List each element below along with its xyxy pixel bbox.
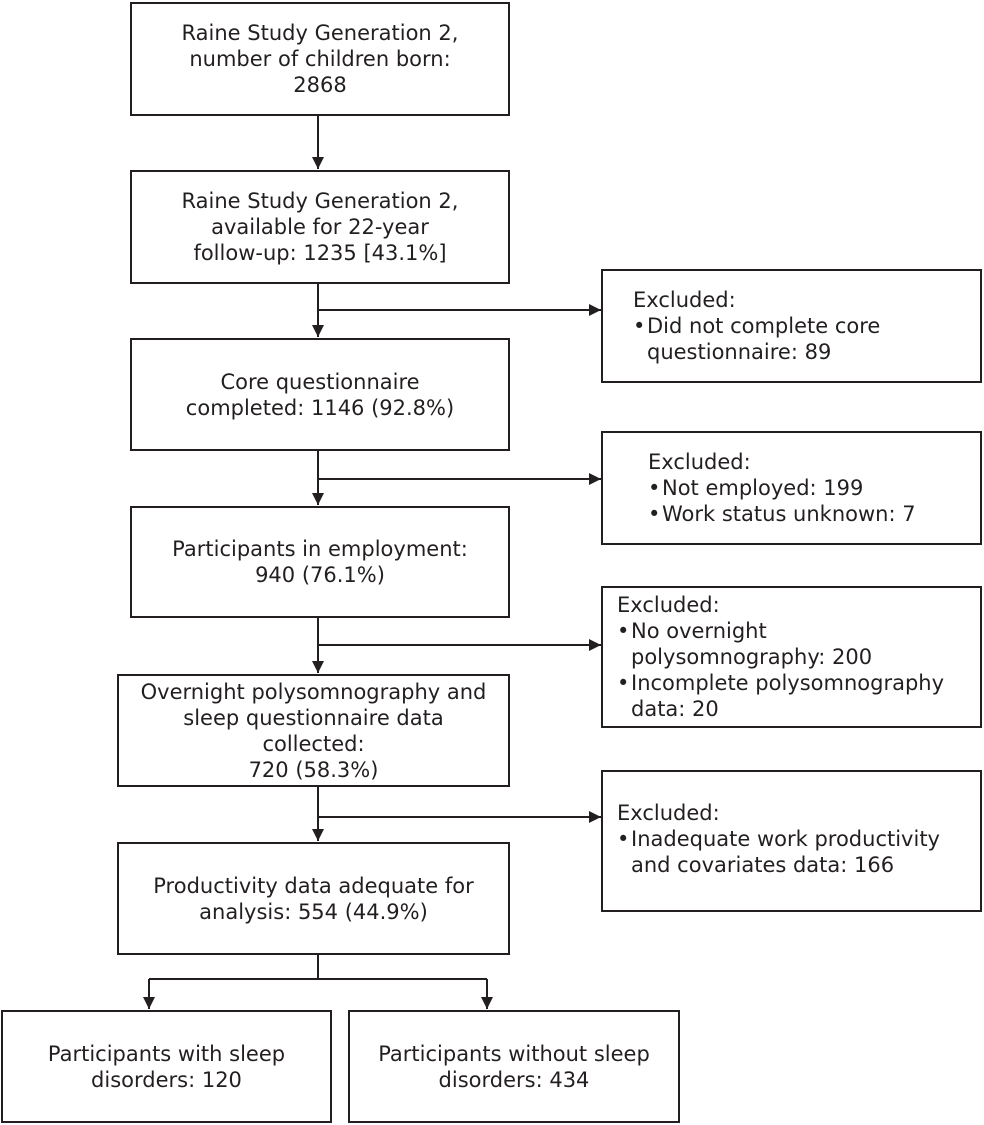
excluded-item-line: Incomplete polysomnography: [631, 671, 945, 695]
excluded-item-line: Work status unknown: 7: [662, 502, 916, 526]
box-text-line: Participants without sleep: [378, 1041, 650, 1066]
box-available-followup: Raine Study Generation 2,available for 2…: [130, 170, 510, 284]
box-text-line: Participants with sleep: [47, 1041, 286, 1066]
box-in-employment: Participants in employment:940 (76.1%): [130, 506, 510, 618]
excluded-item: Not employed: 199: [648, 475, 968, 501]
box-text-line: available for 22-year: [211, 215, 429, 239]
excluded-item-line: Not employed: 199: [662, 476, 864, 500]
box-children-born: Raine Study Generation 2,number of child…: [130, 2, 510, 116]
box-text-line: Participants in employment:: [172, 537, 468, 561]
box-text-line: follow-up: 1235 [43.1%]: [193, 241, 447, 265]
box-text-line: Core questionnaire: [220, 369, 420, 394]
excluded-item-line: data: 20: [631, 697, 719, 721]
box-text-line: sleep questionnaire data collected:: [183, 705, 444, 756]
box-text-line: number of children born:: [189, 47, 451, 71]
box-text-line: disorders: 120: [91, 1067, 242, 1092]
excluded-title: Excluded:: [617, 593, 720, 617]
box-text-line: Raine Study Generation 2,: [181, 189, 459, 213]
excluded-item-line: polysomnography: 200: [631, 645, 873, 669]
box-text-line: 2868: [293, 73, 347, 97]
box-text-line: 940 (76.1%): [255, 563, 385, 587]
excluded-item-line: Did not complete core: [647, 314, 881, 338]
box-text-line: Raine Study Generation 2,: [181, 21, 459, 45]
box-excluded-employment: Excluded:Not employed: 199Work status un…: [601, 431, 982, 545]
excluded-item-line: and covariates data: 166: [631, 853, 895, 877]
box-text-line: analysis: 554 (44.9%): [199, 899, 428, 924]
box-excluded-core: Excluded:Did not complete corequestionna…: [601, 269, 982, 383]
box-text-line: disorders: 434: [438, 1067, 590, 1092]
box-text-line: 720 (58.3%): [248, 757, 379, 782]
excluded-list: Not employed: 199Work status unknown: 7: [648, 475, 968, 527]
excluded-title: Excluded:: [617, 801, 720, 825]
excluded-item-line: No overnight: [631, 619, 767, 643]
box-excluded-productivity: Excluded:Inadequate work productivityand…: [601, 770, 982, 912]
excluded-item: Work status unknown: 7: [648, 501, 968, 527]
excluded-item-line: questionnaire: 89: [647, 340, 832, 364]
box-text-line: Productivity data adequate for: [153, 873, 474, 898]
box-text-line: Overnight polysomnography and: [140, 679, 487, 704]
excluded-item-line: Inadequate work productivity: [631, 827, 940, 851]
excluded-title: Excluded:: [633, 288, 736, 312]
box-text-line: completed: 1146 (92.8%): [185, 395, 455, 420]
excluded-title: Excluded:: [648, 450, 751, 474]
